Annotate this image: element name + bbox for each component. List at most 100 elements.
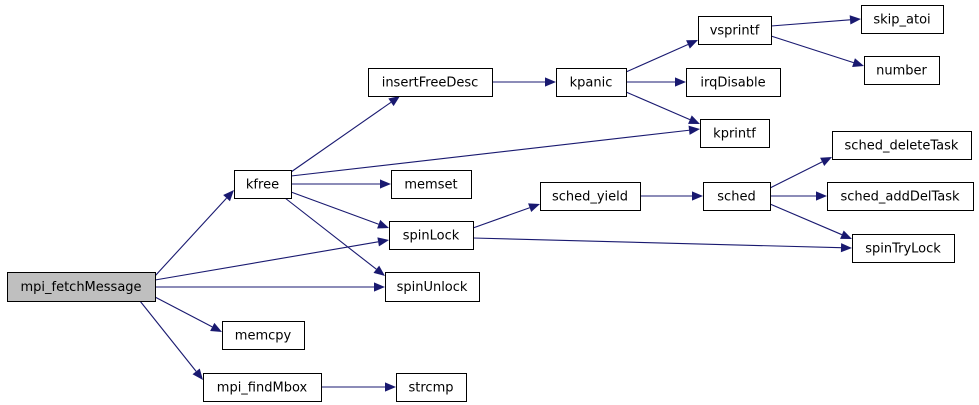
node-label: memcpy [235, 329, 292, 344]
edge-mpi_fetchMessage-to-spinLock [154, 237, 389, 281]
node-mpi_findMbox[interactable]: mpi_findMbox [203, 373, 322, 402]
edge-sched-to-sched_deleteTask [769, 157, 832, 189]
arrowhead-icon [385, 382, 396, 392]
node-box[interactable] [686, 68, 781, 97]
edge-sched-to-spinTryLock [769, 203, 852, 239]
node-kprintf[interactable]: kprintf [700, 119, 770, 148]
edge-line [154, 296, 213, 328]
arrowhead-icon [852, 58, 864, 68]
edge-line [284, 197, 377, 270]
node-sched_addDelTask[interactable]: sched_addDelTask [827, 182, 974, 211]
node-kpanic[interactable]: kpanic [556, 68, 627, 97]
node-sched_yield[interactable]: sched_yield [540, 182, 641, 211]
node-label: strcmp [409, 381, 454, 396]
node-label: sched_yield [552, 190, 628, 205]
arrowhead-icon [816, 191, 827, 201]
edge-line [770, 35, 854, 64]
arrowhead-icon [377, 219, 389, 229]
node-box[interactable] [234, 170, 292, 199]
edge-line [139, 300, 197, 372]
node-box[interactable] [698, 16, 772, 45]
edge-mpi_fetchMessage-to-spinUnlock [155, 282, 385, 292]
node-skip_atoi[interactable]: skip_atoi [861, 5, 944, 34]
node-box[interactable] [827, 182, 974, 211]
edge-kfree-to-spinUnlock [284, 197, 385, 276]
arrowhead-icon [528, 203, 540, 213]
node-box[interactable] [703, 182, 771, 211]
node-spinTryLock[interactable]: spinTryLock [852, 234, 955, 263]
edge-kfree-to-kprintf [290, 125, 700, 177]
node-label: spinUnlock [397, 280, 468, 295]
node-box[interactable] [556, 68, 627, 97]
edge-sched-to-sched_addDelTask [770, 191, 827, 201]
edge-vsprintf-to-skip_atoi [770, 15, 861, 27]
node-label: vsprintf [710, 24, 760, 39]
edge-spinLock-to-sched_yield [472, 203, 540, 229]
node-box[interactable] [222, 321, 305, 350]
node-box[interactable] [832, 131, 972, 160]
arrowhead-icon [388, 96, 400, 107]
node-spinUnlock[interactable]: spinUnlock [385, 272, 480, 302]
edge-line [472, 207, 530, 229]
edge-line [769, 203, 843, 236]
node-sched[interactable]: sched [703, 182, 771, 211]
node-label: irqDisable [700, 76, 765, 91]
node-box[interactable] [385, 272, 480, 302]
edge-line [290, 101, 392, 173]
edge-line [625, 91, 691, 121]
node-kfree[interactable]: kfree [234, 170, 292, 199]
arrowhead-icon [840, 243, 852, 253]
arrowhead-icon [380, 179, 391, 189]
node-box[interactable] [389, 221, 474, 250]
node-box[interactable] [391, 170, 472, 199]
edge-line [154, 197, 227, 277]
arrowhead-icon [686, 40, 698, 49]
node-box[interactable] [852, 234, 955, 263]
edge-mpi_findMbox-to-strcmp [321, 382, 396, 392]
edge-line [769, 161, 823, 189]
node-label: sched [717, 190, 755, 205]
edge-line [290, 129, 690, 177]
node-box[interactable] [7, 272, 156, 302]
arrowhead-icon [840, 230, 852, 239]
node-vsprintf[interactable]: vsprintf [698, 16, 772, 45]
node-box[interactable] [700, 119, 770, 148]
edge-mpi_fetchMessage-to-mpi_findMbox [139, 300, 203, 380]
node-box[interactable] [203, 373, 322, 402]
node-memcpy[interactable]: memcpy [222, 321, 305, 350]
edge-line [472, 237, 842, 249]
arrowhead-icon [377, 237, 389, 247]
edge-vsprintf-to-number [770, 35, 864, 68]
node-box[interactable] [540, 182, 641, 211]
node-label: kpanic [570, 76, 613, 91]
node-label: sched_deleteTask [845, 139, 959, 154]
node-memset[interactable]: memset [391, 170, 472, 199]
edge-spinLock-to-spinTryLock [472, 237, 852, 253]
node-box[interactable] [368, 68, 493, 97]
edge-kpanic-to-vsprintf [625, 40, 698, 73]
arrowhead-icon [849, 15, 861, 25]
edge-mpi_fetchMessage-to-memcpy [154, 296, 222, 332]
edge-line [625, 43, 689, 73]
node-box[interactable] [861, 5, 944, 34]
node-label: spinLock [403, 229, 460, 244]
node-label: sched_addDelTask [840, 190, 960, 205]
node-box[interactable] [864, 56, 940, 85]
node-label: spinTryLock [865, 242, 941, 257]
node-insertFreeDesc[interactable]: insertFreeDesc [368, 68, 493, 97]
node-irqDisable[interactable]: irqDisable [686, 68, 781, 97]
node-spinLock[interactable]: spinLock [389, 221, 474, 250]
node-box[interactable] [396, 373, 467, 402]
edge-line [154, 241, 379, 281]
edge-mpi_fetchMessage-to-kfree [154, 190, 234, 277]
node-strcmp[interactable]: strcmp [396, 373, 467, 402]
node-mpi_fetchMessage[interactable]: mpi_fetchMessage [7, 272, 156, 302]
edge-kpanic-to-kprintf [625, 91, 700, 124]
node-label: memset [404, 178, 457, 193]
node-number[interactable]: number [864, 56, 940, 85]
edge-line [290, 191, 379, 225]
node-sched_deleteTask[interactable]: sched_deleteTask [832, 131, 972, 160]
arrowhead-icon [373, 265, 385, 276]
